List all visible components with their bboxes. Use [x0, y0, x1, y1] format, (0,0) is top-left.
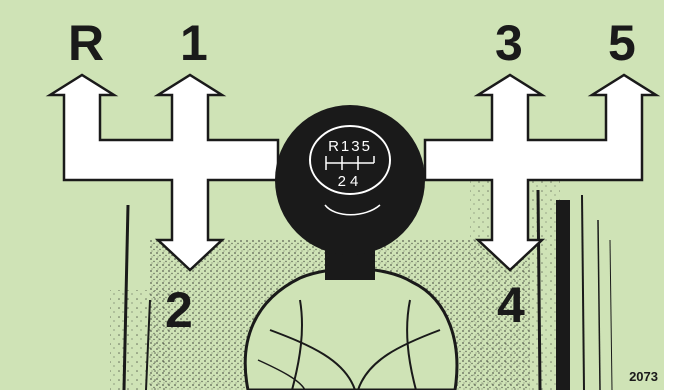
- gear-label-first: 1: [180, 18, 208, 68]
- knob-pattern-bottom: 24: [338, 173, 363, 190]
- gear-label-fourth: 4: [497, 280, 525, 330]
- gear-label-second: 2: [165, 285, 193, 335]
- knob-pattern-top: R135: [328, 138, 372, 155]
- gear-knob: R135 24: [275, 105, 425, 255]
- figure-number: 2073: [629, 369, 658, 384]
- gear-label-reverse: R: [68, 18, 104, 68]
- gear-label-fifth: 5: [608, 18, 636, 68]
- gear-label-third: 3: [495, 18, 523, 68]
